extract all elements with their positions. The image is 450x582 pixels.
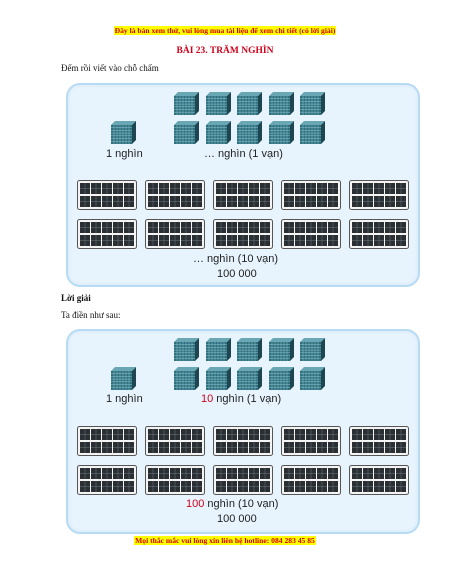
ten-thousand-block	[281, 219, 341, 249]
thousand-cube	[174, 338, 199, 361]
thousand-cube	[174, 367, 199, 390]
label-one-thousand: 1 nghìn	[106, 148, 143, 160]
thousand-cube	[237, 92, 262, 115]
ten-thousand-block	[213, 465, 273, 495]
solution-intro: Ta điền như sau:	[61, 310, 121, 320]
ten-thousand-block	[349, 180, 409, 210]
thousand-cube	[174, 92, 199, 115]
ten-thousand-block	[349, 219, 409, 249]
page-title: BÀI 23. TRĂM NGHÌN	[176, 46, 274, 56]
thousand-cube	[268, 92, 294, 115]
thousand-cube	[268, 338, 294, 361]
solution-label-hundred-thousand: 100 nghìn (10 vạn)	[186, 498, 279, 510]
thousand-cube	[268, 121, 294, 144]
ten-thousand-block	[77, 180, 137, 210]
ten-thousand-block	[77, 219, 137, 249]
thousand-cube	[237, 338, 262, 361]
label-ten-thousand: … nghìn (1 vạn)	[204, 148, 283, 160]
solution-label-one-thousand: 1 nghìn	[106, 393, 143, 405]
ten-thousand-block	[145, 465, 205, 495]
ten-thousand-block	[145, 426, 205, 456]
ten-thousand-block	[281, 180, 341, 210]
thousand-cube	[205, 367, 231, 390]
thousand-cube	[237, 367, 262, 390]
ten-thousand-block	[349, 426, 409, 456]
thousand-cube	[111, 367, 136, 390]
ten-thousand-block	[77, 465, 137, 495]
ten-thousand-block	[213, 180, 273, 210]
thousand-cube	[300, 92, 325, 115]
thousand-cube	[205, 121, 231, 144]
label-hundred-thousand: … nghìn (10 vạn)	[193, 253, 278, 265]
thousand-cube	[300, 338, 325, 361]
thousand-cube	[205, 338, 231, 361]
ten-thousand-block	[349, 465, 409, 495]
exercise-instruction: Đếm rồi viết vào chỗ chấm	[61, 63, 159, 73]
ten-thousand-block	[213, 219, 273, 249]
thousand-cube	[174, 121, 199, 144]
bottom-banner: Mọi thắc mắc vui lòng xin liên hệ hotlin…	[134, 536, 316, 545]
solution-label-ten-thousand: 10 nghìn (1 vạn)	[201, 393, 282, 405]
thousand-cube	[268, 367, 294, 390]
answer-hundred: 100	[186, 498, 205, 510]
solution-heading: Lời giải	[61, 293, 91, 303]
thousand-cube	[300, 121, 325, 144]
number-hundred-thousand: 100 000	[217, 268, 257, 280]
thousand-cube	[237, 121, 262, 144]
ten-thousand-block	[281, 426, 341, 456]
ten-thousand-block	[145, 219, 205, 249]
solution-number-hundred-thousand: 100 000	[217, 513, 257, 525]
top-banner: Đây là bản xem thử, vui lòng mua tài liệ…	[113, 26, 337, 35]
ten-thousand-block	[77, 426, 137, 456]
thousand-cube	[300, 367, 325, 390]
ten-thousand-block	[213, 426, 273, 456]
thousand-cube	[205, 92, 231, 115]
ten-thousand-block	[281, 465, 341, 495]
answer-ten: 10	[201, 393, 214, 405]
ten-thousand-block	[145, 180, 205, 210]
thousand-cube	[111, 121, 136, 144]
